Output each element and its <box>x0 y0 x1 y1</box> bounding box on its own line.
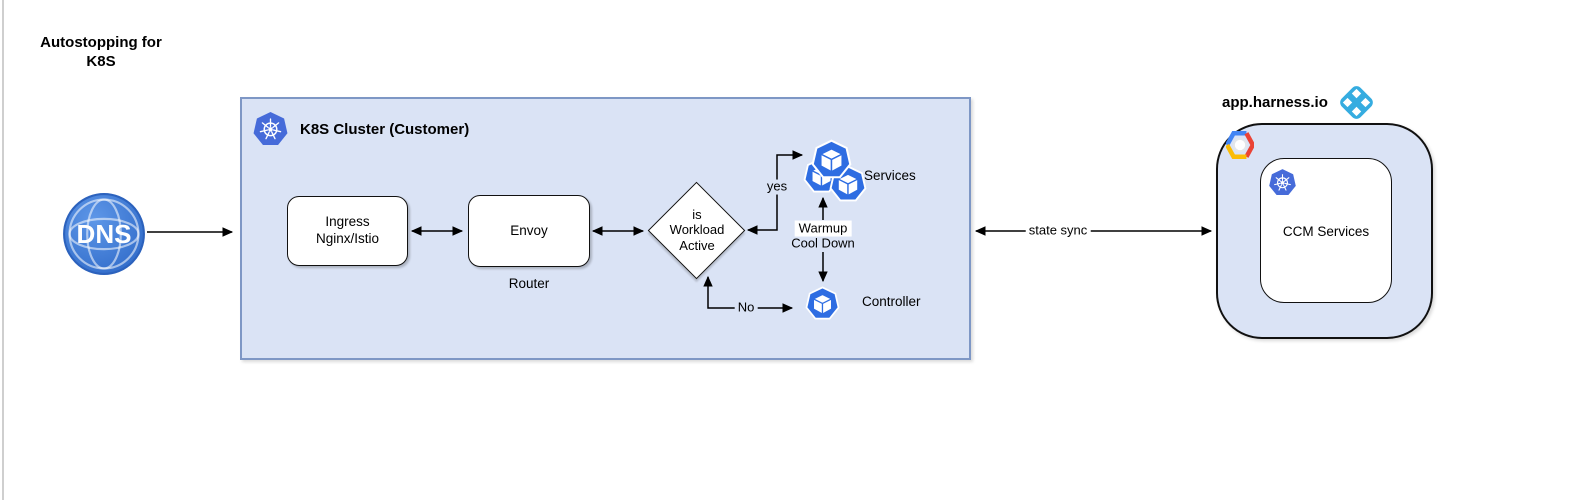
harness-logo-icon <box>1337 83 1376 122</box>
warmup-label: Warmup <box>794 220 852 238</box>
pod-cube-icon <box>805 286 840 321</box>
kubernetes-icon <box>1268 168 1297 197</box>
envoy-label: Envoy <box>510 222 548 238</box>
diagram-title-line2: K8S <box>86 53 116 70</box>
decision-label: is Workload Active <box>650 197 744 263</box>
pod-cube-icon <box>811 139 852 180</box>
services-caption: Services <box>864 168 916 183</box>
ingress-label-line1: Ingress <box>325 214 370 230</box>
decision-label-line2: Workload <box>669 222 725 238</box>
no-branch-label: No <box>734 300 758 316</box>
controller-caption: Controller <box>862 294 921 309</box>
diagram-title-line1: Autostopping for <box>40 34 162 51</box>
cluster-title: K8S Cluster (Customer) <box>300 120 470 138</box>
state-sync-label: state sync <box>1025 223 1091 239</box>
decision-label-line3: Active <box>679 237 715 253</box>
cooldown-label: Cool Down <box>789 235 857 252</box>
canvas-edge-line <box>2 0 4 500</box>
ccm-services-label: CCM Services <box>1282 224 1370 239</box>
router-caption: Router <box>508 276 550 291</box>
cluster-header: K8S Cluster (Customer) <box>252 110 469 148</box>
harness-header: app.harness.io <box>1222 82 1376 122</box>
dns-globe-icon: DNS <box>63 193 145 275</box>
kubernetes-icon <box>252 110 289 148</box>
decision-label-line1: is <box>692 206 702 222</box>
envoy-node: Envoy <box>468 195 590 267</box>
yes-branch-label: yes <box>764 178 790 195</box>
dns-label: DNS <box>77 219 132 249</box>
ingress-label-line2: Nginx/Istio <box>315 231 380 246</box>
diagram-title: Autostopping for K8S <box>10 33 192 71</box>
gcp-icon <box>1225 131 1255 159</box>
harness-domain: app.harness.io <box>1222 93 1328 111</box>
ingress-node: Ingress Nginx/Istio <box>287 196 408 266</box>
